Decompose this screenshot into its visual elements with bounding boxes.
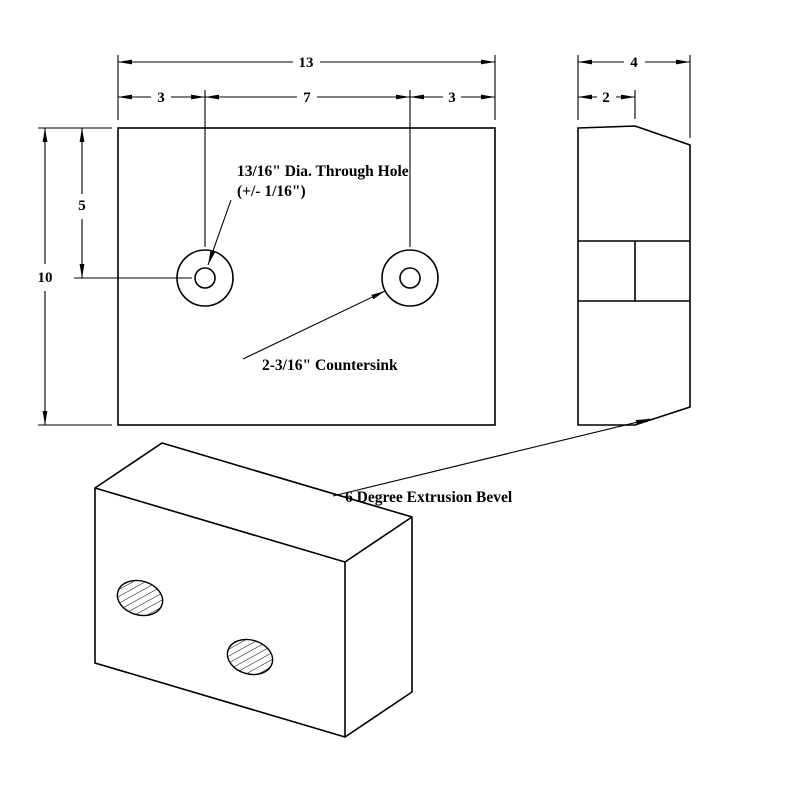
- iso-right-top-edge: [344, 516, 413, 563]
- side-view-dimensions: 4 2: [577, 55, 691, 138]
- side-profile-outline: [577, 125, 691, 426]
- dim-text-right-span: 3: [448, 90, 456, 106]
- bevel-leader-line: [332, 418, 651, 497]
- dim-text-left-span: 3: [157, 90, 165, 106]
- bevel-note: 6 Degree Extrusion Bevel: [332, 418, 651, 506]
- dim-text-overall-height: 10: [38, 270, 53, 286]
- dim-hole-spacing-row: 3 7 3: [118, 90, 495, 106]
- iso-right-hole: [226, 638, 274, 676]
- dim-overall-width: 13: [118, 55, 495, 71]
- dim-side-front-depth: 2: [578, 90, 635, 106]
- dim-text-side-depth: 4: [630, 55, 638, 71]
- iso-front-top-edge: [94, 487, 346, 563]
- countersink-note-text: 2-3/16" Countersink: [262, 357, 398, 374]
- front-plate-outline: [117, 127, 496, 426]
- through-hole-note-line2: (+/- 1/16"): [237, 183, 306, 200]
- dim-text-side-front-depth: 2: [602, 90, 610, 106]
- dim-hole-vertical-offset: 5: [78, 128, 86, 278]
- side-view: [577, 125, 691, 426]
- dim-side-depth: 4: [578, 55, 690, 71]
- front-view-dimensions: 13 3 7 3 10 5: [38, 55, 496, 426]
- through-hole-note: 13/16" Dia. Through Hole (+/- 1/16"): [207, 163, 409, 266]
- dim-text-hole-offset: 5: [78, 198, 86, 214]
- through-hole-note-line1: 13/16" Dia. Through Hole: [237, 163, 409, 180]
- dim-text-overall-width: 13: [299, 55, 314, 71]
- right-countersink-circle: [381, 249, 439, 307]
- countersink-leader-line: [242, 290, 386, 360]
- extension-lines: [38, 55, 496, 426]
- through-hole-leader-line: [207, 199, 232, 266]
- isometric-view: [94, 442, 413, 738]
- right-hole: [381, 249, 439, 307]
- bevel-note-text: 6 Degree Extrusion Bevel: [345, 489, 513, 506]
- right-through-hole-circle: [399, 267, 421, 289]
- iso-block-outline: [94, 442, 413, 738]
- dim-overall-height: 10: [38, 128, 53, 425]
- left-through-hole-circle: [194, 267, 216, 289]
- annotations: 13/16" Dia. Through Hole (+/- 1/16") 2-3…: [207, 163, 651, 506]
- countersink-note: 2-3/16" Countersink: [242, 290, 398, 374]
- extension-lines-side: [577, 55, 691, 138]
- iso-left-hole: [116, 579, 164, 617]
- dim-text-center-span: 7: [303, 90, 311, 106]
- front-view: [117, 127, 496, 426]
